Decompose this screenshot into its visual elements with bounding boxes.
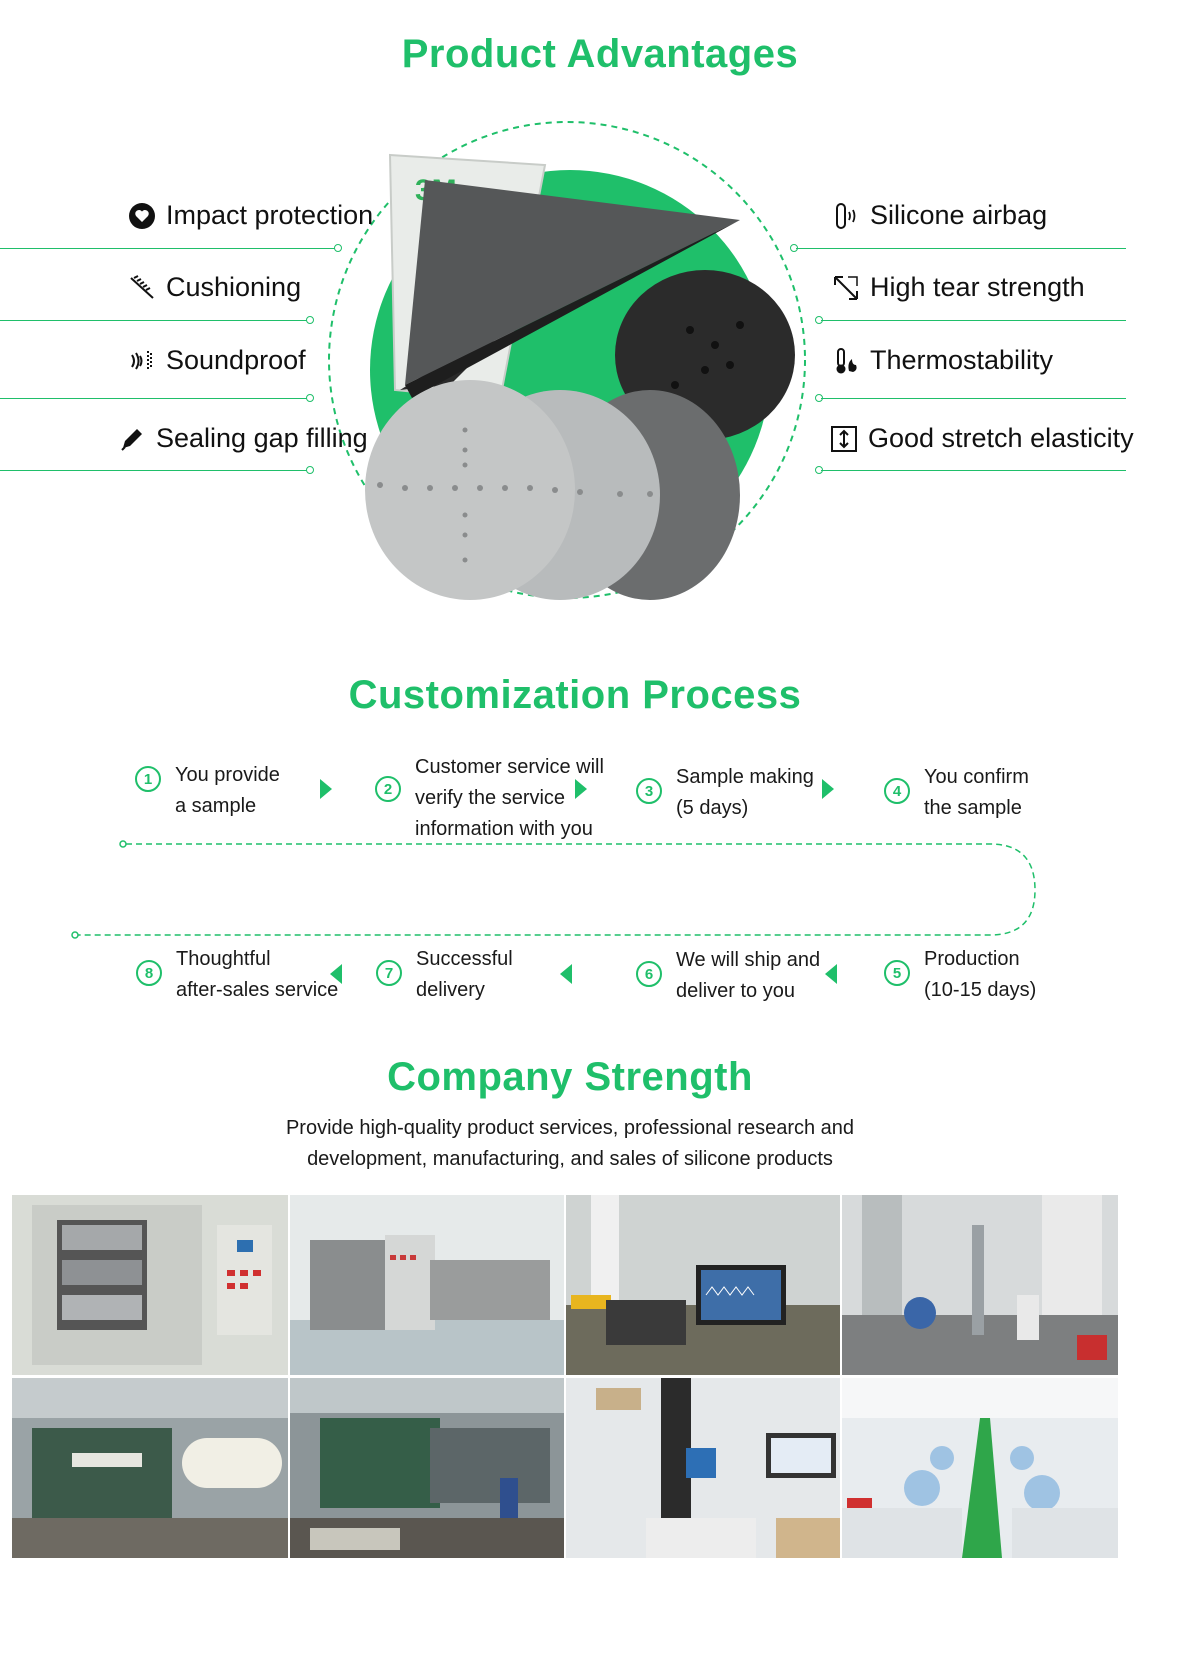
photo-roller-production: [290, 1378, 564, 1558]
feature-soundproof: Soundproof: [128, 345, 306, 376]
photo-assembly-workers: [842, 1378, 1118, 1558]
step-text: We will ship and deliver to you: [676, 949, 821, 1002]
process-step: 6 We will ship and deliver to you: [636, 945, 820, 1007]
strength-subtitle-1: Provide high-quality product services, p…: [285, 1117, 855, 1139]
thermometer-icon: [832, 347, 860, 375]
divider: [0, 320, 310, 321]
process-title: Customization Process: [348, 673, 802, 717]
divider-dot: [334, 244, 342, 252]
strength-subtitle-2: development, manufacturing, and sales of…: [307, 1148, 833, 1170]
stretch-arrow-icon: [832, 274, 860, 302]
strength-title: Company Strength: [387, 1055, 753, 1099]
sound-wave-icon: [128, 347, 156, 375]
feature-tear-strength: High tear strength: [832, 272, 1085, 303]
feature-label: Soundproof: [166, 345, 306, 375]
advantages-title: Product Advantages: [401, 32, 799, 76]
feature-cushioning: Cushioning: [128, 272, 301, 303]
step-number: 1: [135, 766, 161, 792]
divider: [821, 470, 1126, 471]
feature-label: Cushioning: [166, 272, 302, 302]
divider-dot: [306, 466, 314, 474]
process-step: 5 Production (10-15 days): [884, 944, 1036, 1006]
step-text: You confirm the sample: [924, 766, 1029, 819]
photo-testing-computer: [566, 1195, 840, 1375]
step-number: 7: [376, 960, 402, 986]
divider: [0, 248, 338, 249]
step-text: Sample making (5 days): [676, 766, 814, 819]
feature-label: Good stretch elasticity: [868, 423, 1134, 453]
step-number: 2: [375, 776, 401, 802]
divider: [796, 248, 1126, 249]
step-number: 3: [636, 778, 662, 804]
step-number: 4: [884, 778, 910, 804]
step-arrow-icon: [825, 964, 837, 984]
process-step: 7 Successful delivery: [376, 944, 513, 1006]
step-arrow-icon: [822, 779, 834, 799]
feature-impact-protection: Impact protection: [128, 200, 373, 231]
divider-dot: [306, 394, 314, 402]
process-path: [71, 840, 1036, 939]
feature-thermostability: Thermostability: [832, 345, 1053, 376]
heart-shield-icon: [128, 202, 156, 230]
photo-lab-tester: [566, 1378, 840, 1558]
photo-tensile-tester: [842, 1195, 1118, 1375]
process-step: 4 You confirm the sample: [884, 762, 1029, 824]
feature-silicone-airbag: Silicone airbag: [832, 200, 1047, 231]
process-step: 3 Sample making (5 days): [636, 762, 814, 824]
step-arrow-icon: [560, 964, 572, 984]
elastic-box-icon: [830, 425, 858, 453]
step-number: 8: [136, 960, 162, 986]
step-text: You provide a sample: [175, 764, 280, 817]
step-arrow-icon: [330, 964, 342, 984]
pencil-icon: [118, 425, 146, 453]
feature-label: Thermostability: [870, 345, 1054, 375]
photo-rolling-workshop: [12, 1378, 288, 1558]
feature-label: High tear strength: [870, 272, 1085, 302]
divider: [0, 470, 310, 471]
divider-dot: [306, 316, 314, 324]
process-step: 1 You provide a sample: [135, 760, 280, 822]
divider: [821, 320, 1126, 321]
step-number: 5: [884, 960, 910, 986]
spring-icon: [128, 274, 156, 302]
divider: [0, 398, 310, 399]
step-text: Customer service will verify the service…: [415, 756, 604, 840]
process-step: 2 Customer service will verify the servi…: [375, 752, 604, 845]
feature-label: Silicone airbag: [870, 200, 1048, 230]
feature-sealing: Sealing gap filling: [118, 423, 368, 454]
step-text: Production (10-15 days): [924, 948, 1037, 1001]
step-text: Thoughtful after-sales service: [176, 948, 339, 1001]
process-step: 8 Thoughtful after-sales service: [136, 944, 338, 1006]
divider: [821, 398, 1126, 399]
photo-coating-line: [290, 1195, 564, 1375]
airbag-icon: [832, 202, 860, 230]
step-number: 6: [636, 961, 662, 987]
step-text: Successful delivery: [416, 948, 513, 1001]
step-arrow-icon: [575, 779, 587, 799]
step-arrow-icon: [320, 779, 332, 799]
feature-label: Sealing gap filling: [156, 423, 368, 453]
feature-stretch-elasticity: Good stretch elasticity: [830, 423, 1134, 454]
feature-label: Impact protection: [166, 200, 374, 230]
product-image: 3M: [328, 121, 806, 600]
photo-calender-machine: [12, 1195, 288, 1375]
